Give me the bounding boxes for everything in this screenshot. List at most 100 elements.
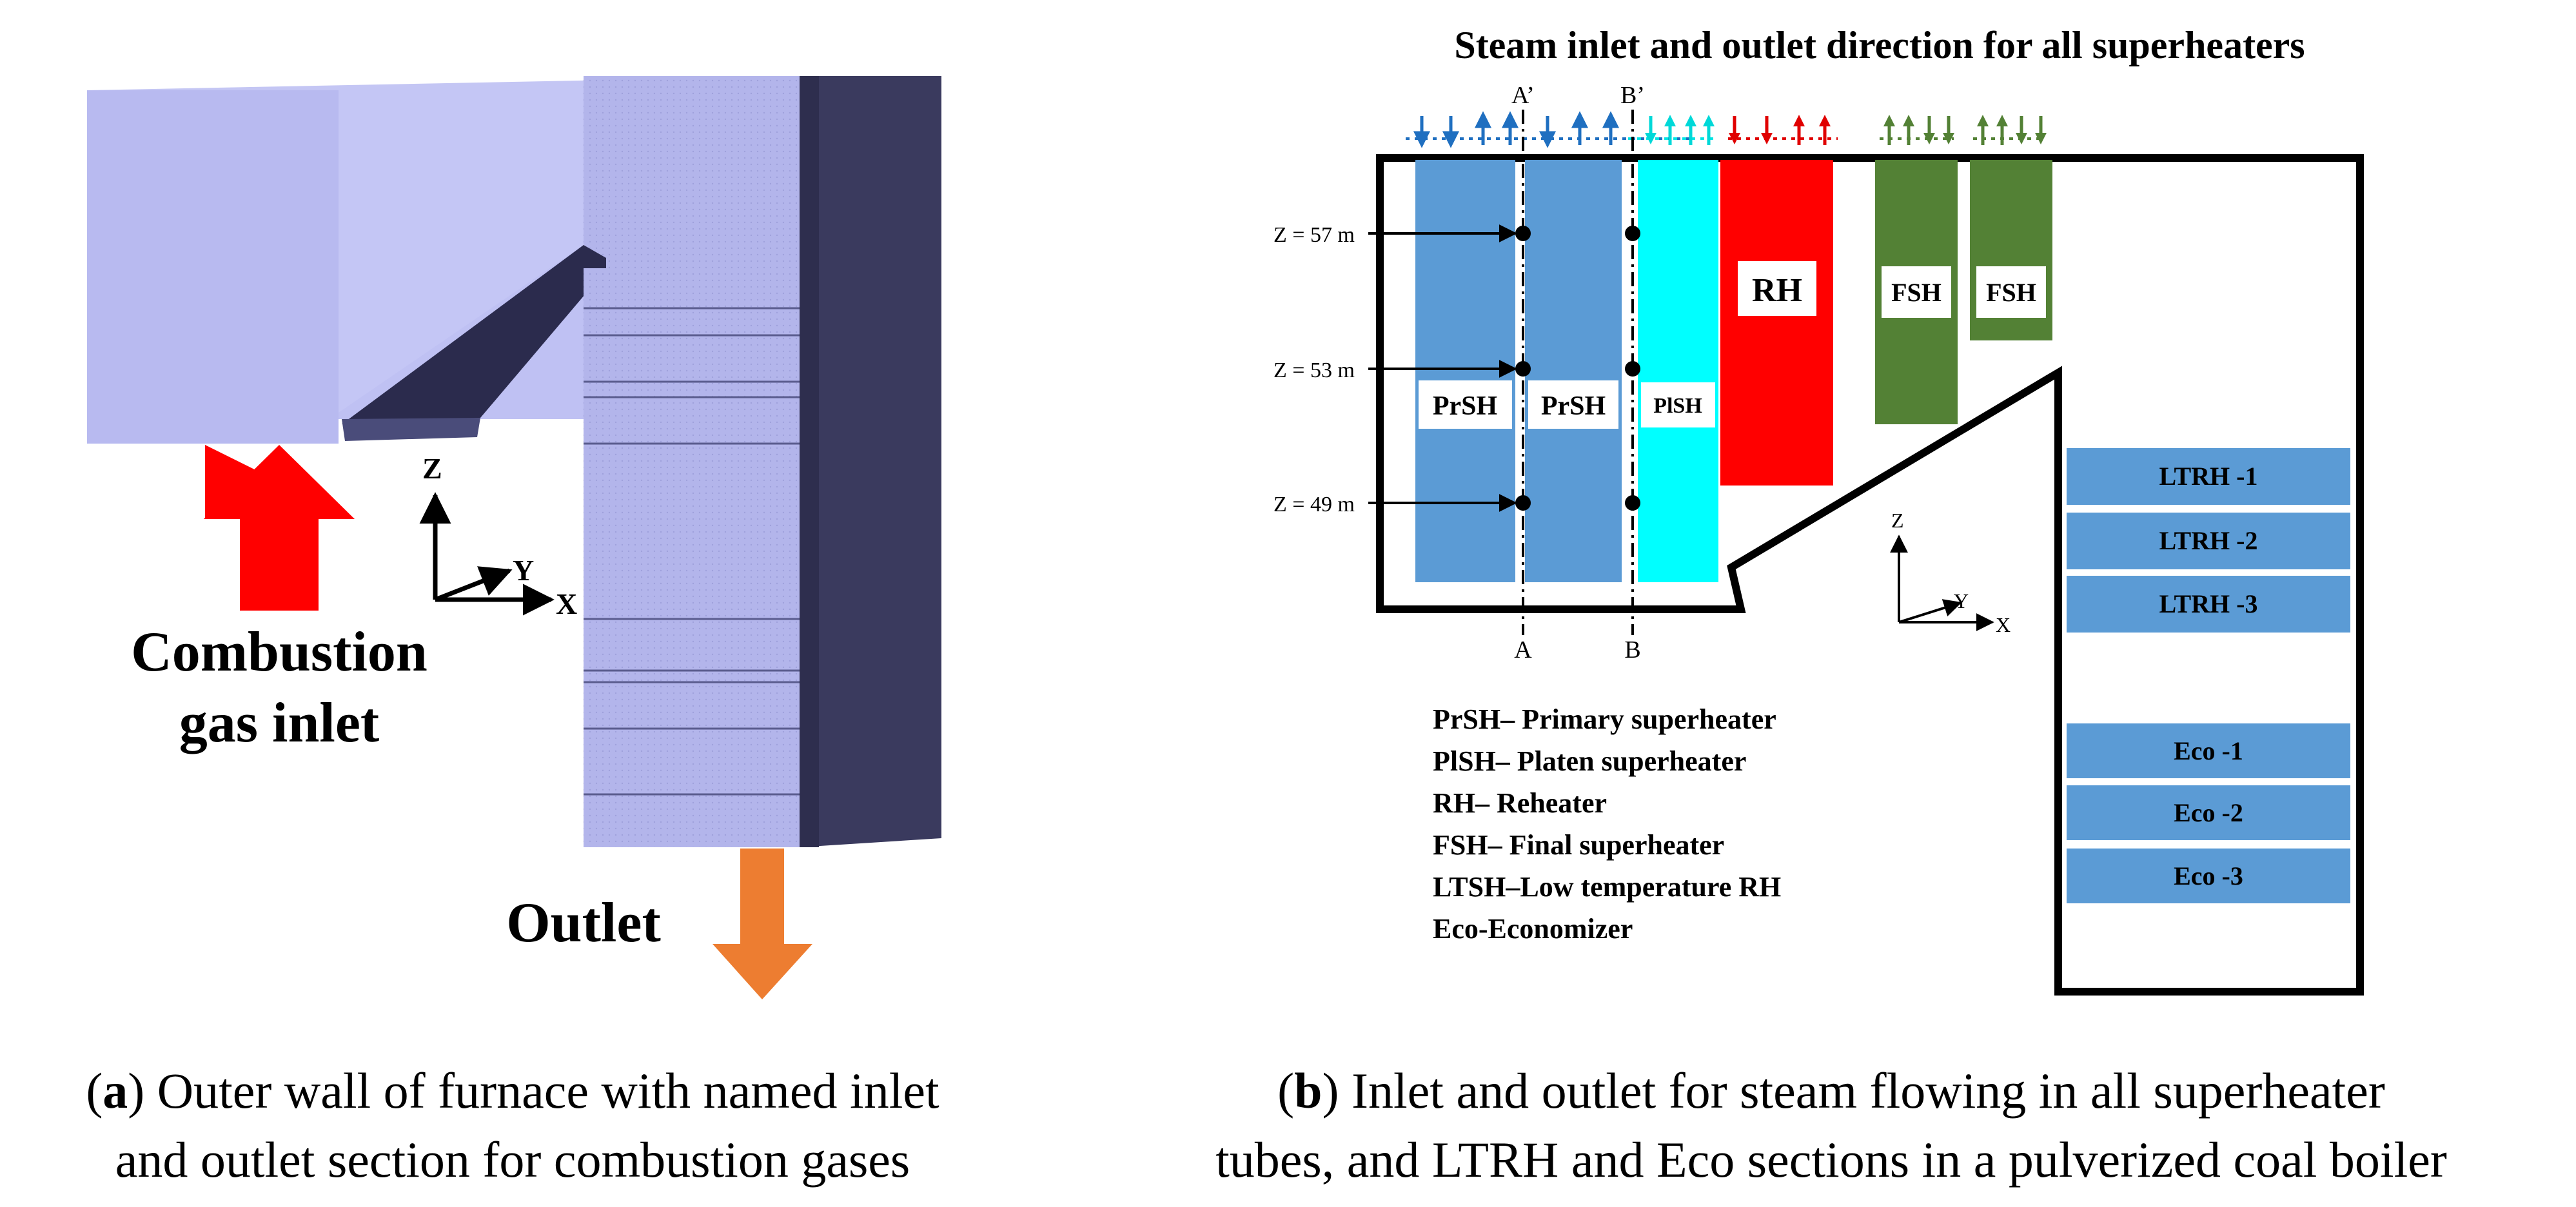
outlet-label: Outlet: [506, 892, 661, 954]
caption-b-text: Inlet and outlet for steam flowing in al…: [1339, 1063, 2385, 1119]
ltrh-2-label: LTRH -2: [2159, 526, 2257, 555]
blue-arrows: [1413, 111, 1620, 148]
plsh-panel: [1638, 160, 1718, 582]
legend-item-3: FSH– Final superheater: [1433, 829, 1724, 861]
ltrh-eco-sections: [2067, 448, 2350, 903]
caption-b-line2: tubes, and LTRH and Eco sections in a pu…: [1215, 1132, 2447, 1188]
height-label-49: Z = 49 m: [1273, 493, 1355, 516]
rh-label-box: [1738, 261, 1816, 316]
eco-2-bar: [2067, 785, 2350, 840]
side-edge: [800, 76, 819, 847]
section-a-bottom: A: [1514, 636, 1532, 663]
cyan-steam-arrowhead-2: [1685, 115, 1696, 126]
red-steam-arrowhead-3: [1819, 115, 1831, 126]
legend-item-4: LTSH–Low temperature RH: [1433, 871, 1781, 903]
blue-steam-arrowhead-0: [1413, 131, 1431, 148]
height-pointers: [1368, 224, 1517, 512]
ltrh-1-label: LTRH -1: [2159, 462, 2257, 491]
legend-item-5: Eco-Economizer: [1433, 913, 1633, 945]
axis-z-label-a: Z: [422, 452, 442, 485]
section-lines: [1522, 110, 1634, 635]
plsh-label: PlSH: [1653, 394, 1702, 418]
inlet-label-line2: gas inlet: [179, 692, 379, 754]
green-steam-arrowhead-3: [1943, 133, 1954, 144]
axis-y-label-b: Y: [1954, 589, 1969, 613]
axis-triad-b: [1890, 535, 1994, 631]
cyan-steam-arrowhead-3: [1703, 115, 1715, 126]
tube-lines: [584, 307, 800, 796]
axis-y-label-a: Y: [513, 554, 534, 587]
panel-b: Steam inlet and outlet direction for all…: [1215, 24, 2447, 1188]
section-b-top: B’: [1620, 82, 1645, 109]
rh-panel: [1720, 160, 1833, 486]
red-steam-arrowhead-1: [1761, 133, 1773, 144]
inlet-slot: [342, 418, 480, 441]
height-label-53: Z = 53 m: [1273, 358, 1355, 382]
boiler-outline: [1376, 154, 2364, 996]
blue-steam-arrowhead-3: [1501, 111, 1519, 128]
plsh-label-box: [1641, 382, 1715, 427]
steam-direction-arrows: [1406, 111, 2047, 148]
eco-3-label: Eco -3: [2174, 861, 2243, 890]
combustion-inlet-arrow-shaft: [240, 519, 319, 611]
fsh-label-box-1: [1882, 266, 1951, 318]
legend-item-1: PlSH– Platen superheater: [1433, 745, 1746, 777]
blue-steam-arrowhead-2: [1474, 111, 1492, 128]
outlet-arrow-head: [713, 944, 812, 999]
caption-a-line1: (a) Outer wall of furnace with named inl…: [86, 1063, 939, 1119]
panel-a: Combustion gas inlet Outlet Z Y X (a) Ou…: [86, 76, 941, 1188]
fsh-label-1: FSH: [1891, 278, 1942, 307]
prsh-panel-2: [1525, 160, 1622, 582]
prsh-label-box-1: [1419, 380, 1512, 429]
ltrh-1-bar: [2067, 448, 2350, 505]
duct-underside: [342, 245, 606, 424]
vertical-pass-front: [584, 268, 800, 847]
combustion-inlet-arrow-head: [204, 445, 355, 519]
axis-x-label-b: X: [1996, 613, 2011, 636]
red-steam-arrowhead-0: [1729, 133, 1740, 144]
ltrh-2-bar: [2067, 513, 2350, 569]
legend-item-0: PrSH– Primary superheater: [1433, 703, 1776, 735]
section-b-bottom: B: [1624, 636, 1640, 663]
green-steam-arrowhead-4: [1977, 115, 1989, 126]
axis-x-label-a: X: [556, 587, 577, 620]
panel-b-title: Steam inlet and outlet direction for all…: [1454, 24, 2305, 66]
red-arrows: [1729, 115, 1831, 145]
caption-a-letter: a: [103, 1063, 128, 1119]
height-label-57: Z = 57 m: [1273, 223, 1355, 247]
cyan-steam-arrowhead-0: [1645, 133, 1657, 144]
abbreviation-legend: PrSH– Primary superheater PlSH– Platen s…: [1433, 703, 1781, 945]
measurement-points: [1515, 226, 1640, 511]
eco-3-bar: [2067, 849, 2350, 903]
blue-steam-arrowhead-1: [1442, 131, 1460, 148]
eco-1-label: Eco -1: [2174, 736, 2243, 765]
green-steam-arrowhead-2: [1923, 133, 1935, 144]
fsh-label-2: FSH: [1986, 278, 2036, 307]
eco-1-bar: [2067, 723, 2350, 778]
legend-item-2: RH– Reheater: [1433, 787, 1607, 819]
green-arrows: [1883, 115, 2047, 145]
caption-a-line2: and outlet section for combustion gases: [115, 1132, 910, 1188]
green-steam-arrowhead-7: [2035, 133, 2047, 144]
vertical-pass-roof: [584, 76, 800, 268]
green-steam-arrowhead-6: [2016, 133, 2027, 144]
caption-a-text: Outer wall of furnace with named inlet: [144, 1063, 939, 1119]
prsh-label-1: PrSH: [1433, 391, 1497, 421]
rh-label: RH: [1752, 272, 1802, 309]
vertical-pass-side: [800, 76, 941, 847]
green-steam-arrowhead-0: [1883, 115, 1895, 126]
fsh-label-box-2: [1976, 266, 2046, 318]
ltrh-3-label: LTRH -3: [2159, 589, 2257, 618]
prsh-label-box-2: [1528, 380, 1618, 429]
section-a-top: A’: [1511, 82, 1535, 109]
prsh-panel-1: [1415, 160, 1515, 582]
caption-b-letter: b: [1294, 1063, 1322, 1119]
prsh-label-2: PrSH: [1541, 391, 1606, 421]
red-steam-arrowhead-2: [1793, 115, 1805, 126]
inlet-label-line1: Combustion: [131, 621, 428, 683]
outlet-arrow-shaft: [740, 849, 784, 945]
blue-steam-arrowhead-5: [1571, 111, 1589, 128]
green-steam-arrowhead-5: [1996, 115, 2008, 126]
cyan-arrows: [1645, 115, 1715, 145]
